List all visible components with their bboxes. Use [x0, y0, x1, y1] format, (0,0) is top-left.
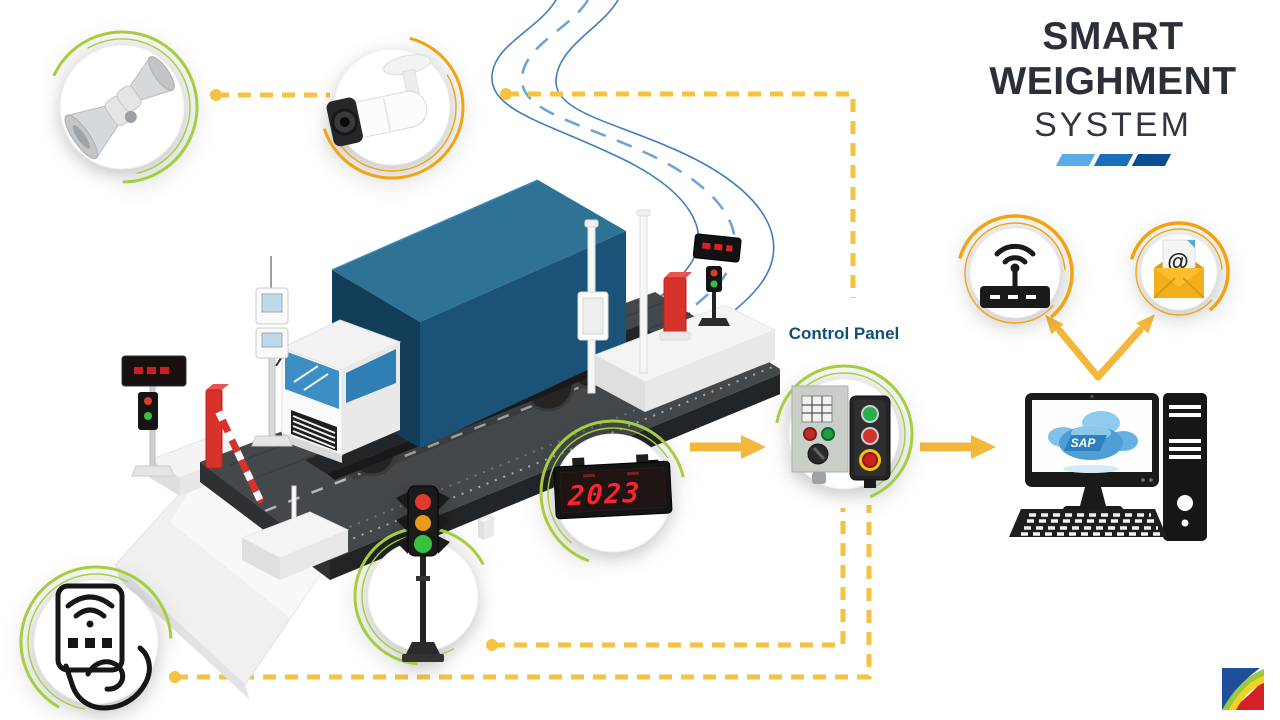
node-loudspeaker: [40, 25, 205, 190]
dashed-connectors: [169, 88, 872, 683]
winding-road: [491, 0, 775, 335]
driver-kiosk-pole: [251, 256, 293, 447]
sap-label: SAP: [1071, 436, 1097, 450]
entry-barrier: [205, 384, 264, 504]
node-wifi-router: [952, 210, 1078, 336]
sap-cloud-icon: SAP: [1048, 411, 1138, 473]
cctv-camera-icon: [326, 54, 432, 147]
near-concrete-block: [240, 485, 350, 580]
flow-arrows: [690, 314, 1156, 459]
node-email: @: [1127, 220, 1231, 324]
node-control-panel: [770, 360, 918, 508]
traffic-light-icon: [396, 485, 450, 662]
entry-led-display-pole: [121, 355, 187, 477]
email-icon: @: [1153, 239, 1205, 299]
entry-signal-box: [138, 392, 158, 430]
title-line-2: WEIGHMENT: [989, 60, 1237, 104]
road-center-line: [520, 0, 737, 326]
exit-led-display: [692, 233, 742, 263]
page-title: SMART WEIGHMENT SYSTEM: [978, 14, 1248, 167]
title-line-3: SYSTEM: [1034, 106, 1192, 145]
email-at-symbol: @: [1167, 249, 1188, 274]
stripe-dark: [1131, 154, 1171, 167]
control-panel-icon: [791, 385, 891, 488]
exit-barrier-post: [659, 272, 692, 341]
truck: [275, 179, 670, 480]
desktop-computer: SAP: [1009, 393, 1207, 541]
rfid-card-reader-icon: [55, 583, 152, 711]
weighbridge-scene: [114, 179, 780, 700]
exit-traffic-signal: [698, 266, 730, 326]
led-display-icon: 2023: [553, 454, 673, 520]
computer-tower: [1163, 393, 1207, 541]
node-cctv-camera: [315, 30, 470, 185]
node-rfid-card-reader: [12, 558, 180, 720]
led-display-value: 2023: [566, 478, 642, 513]
connector-camera-controlpanel: [506, 91, 856, 298]
node-led-display: 2023: [534, 414, 692, 572]
stripe-light: [1055, 154, 1095, 167]
title-stripes: [978, 154, 1248, 167]
control-panel-label: Control Panel: [788, 324, 900, 343]
company-logo: [1222, 668, 1264, 710]
connector-rfid-controlpanel: [175, 505, 872, 680]
curb-post: [476, 515, 496, 540]
wifi-router-icon: [980, 243, 1050, 308]
stripe-mid: [1093, 154, 1133, 167]
exit-poles: [577, 209, 651, 394]
arrow-controlpanel-to-computer: [920, 435, 996, 459]
desktop-computer-icon: SAP: [1009, 393, 1207, 541]
connector-trafficlight-controlpanel: [492, 508, 846, 648]
title-line-1: SMART: [1042, 15, 1184, 58]
cab-windshield: [285, 351, 339, 409]
cab-side-window: [346, 349, 396, 403]
arrow-computer-to-cloud-services: [1045, 314, 1156, 381]
truck-cab: [275, 319, 402, 463]
arrow-led-to-controlpanel: [690, 435, 766, 459]
node-traffic-light: [348, 478, 498, 673]
loudspeaker-icon: [64, 56, 175, 160]
